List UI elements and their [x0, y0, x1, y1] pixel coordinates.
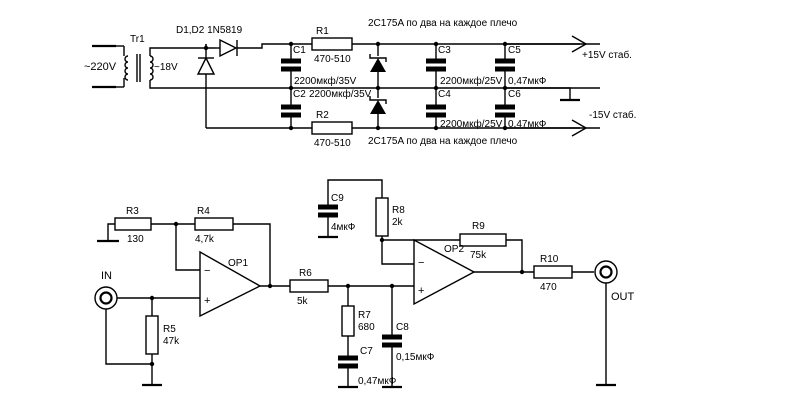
c4-value: 2200мкф/25V [440, 118, 503, 130]
r5-value: 47k [163, 336, 180, 347]
r1-label: R1 [316, 26, 329, 37]
diode-d1 [215, 38, 238, 58]
in-label: IN [101, 270, 112, 282]
r7-label: R7 [358, 310, 371, 321]
c7-value: 0,47мкФ [358, 376, 397, 387]
c6-label: C6 [508, 89, 521, 100]
r9-label: R9 [472, 221, 485, 232]
out-pos-label: +15V стаб. [582, 49, 632, 61]
op2-plus: + [418, 285, 424, 297]
op1-label: OP1 [228, 258, 248, 269]
opamp-op1 [199, 250, 262, 318]
resistor-r6 [289, 279, 329, 293]
r6-value: 5k [297, 296, 309, 307]
c1-label: C1 [293, 45, 306, 56]
resistor-r4 [194, 217, 234, 231]
resistor-r7 [341, 305, 355, 337]
resistor-r8 [375, 197, 389, 237]
zener-top-note: 2C175A по два на каждое плечо [368, 18, 518, 29]
c5-label: C5 [508, 45, 521, 56]
r10-value: 470 [540, 282, 557, 293]
r4-label: R4 [197, 206, 210, 217]
resistor-r5 [145, 315, 159, 355]
c2-value: 2200мкф/35V [309, 88, 372, 100]
resistor-r10 [533, 265, 573, 279]
out-label: OUT [611, 291, 635, 303]
c6-value: 0,47мкФ [508, 119, 547, 130]
c5-value: 0,47мкФ [508, 76, 547, 87]
r2-value: 470-510 [314, 138, 351, 149]
transformer-tr1: Tr1 ~18V [124, 34, 178, 82]
out-neg-label: -15V стаб. [589, 109, 636, 121]
secondary-label: ~18V [154, 62, 178, 73]
output-jack [594, 260, 618, 284]
c7-label: C7 [360, 346, 373, 357]
op2-minus: − [418, 257, 424, 269]
diode-d2 [196, 44, 216, 128]
opamp-op2 [413, 238, 476, 306]
zener-lower [369, 88, 387, 128]
c8-label: C8 [396, 322, 409, 333]
r8-value: 2k [392, 217, 404, 228]
r2-label: R2 [316, 110, 329, 121]
tr1-label: Tr1 [130, 34, 145, 45]
resistor-r1 [311, 37, 353, 51]
power-supply: ~220V Tr1 ~18V D1,D2 1N5819 [84, 18, 636, 149]
r9-value: 75k [470, 250, 487, 261]
r6-label: R6 [299, 268, 312, 279]
c8-value: 0,15мкФ [396, 352, 435, 363]
mains-label: ~220V [84, 61, 117, 73]
zener-bot-note: 2C175A по два на каждое плечо [368, 136, 518, 147]
r1-value: 470-510 [314, 54, 351, 65]
r4-value: 4,7k [195, 234, 215, 245]
resistor-r9 [459, 233, 507, 247]
r10-label: R10 [540, 254, 559, 265]
op2-label: OP2 [444, 244, 464, 255]
c9-label: C9 [331, 193, 344, 204]
zener-upper [369, 44, 387, 88]
diodes-label: D1,D2 1N5819 [176, 25, 243, 36]
c3-label: C3 [438, 45, 451, 56]
r5-label: R5 [163, 324, 176, 335]
r7-value: 680 [358, 322, 375, 333]
resistor-r3 [114, 217, 152, 231]
r3-value: 130 [127, 234, 144, 245]
op1-minus: − [204, 265, 210, 277]
r3-label: R3 [126, 206, 139, 217]
c4-label: C4 [438, 89, 451, 100]
op1-plus: + [204, 295, 210, 307]
c1-value: 2200мкф/35V [294, 75, 357, 87]
c2-label: C2 [293, 89, 306, 100]
resistor-r2 [311, 121, 353, 135]
input-jack [94, 286, 118, 310]
c3-value: 2200мкф/25V [440, 75, 503, 87]
c9-value: 4мкФ [331, 222, 356, 233]
r8-label: R8 [392, 205, 405, 216]
amplifier: R3 130 R4 4,7k − + OP1 IN R5 47k [94, 179, 635, 389]
